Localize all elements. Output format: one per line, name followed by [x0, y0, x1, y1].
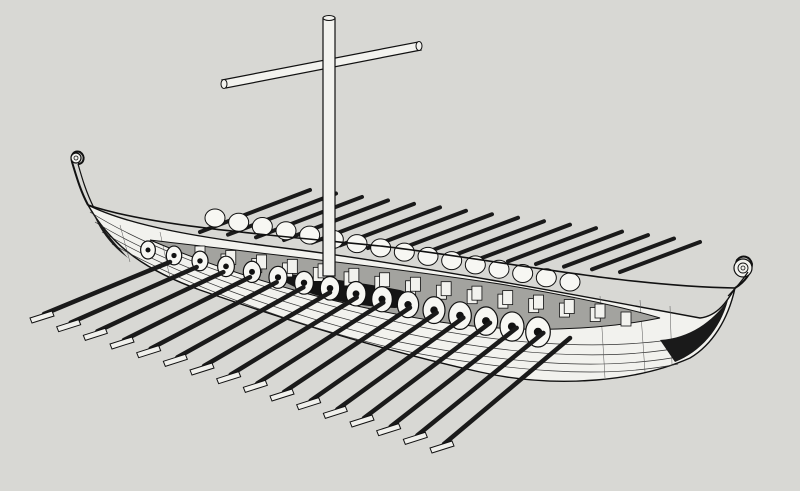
- bench: [594, 303, 632, 327]
- far-shield: [275, 221, 297, 241]
- oar-blade: [269, 388, 295, 402]
- near-oar: [162, 285, 306, 367]
- oar-blade: [189, 362, 215, 376]
- oar-blade: [402, 431, 428, 445]
- near-oar: [322, 315, 466, 419]
- oar-blade: [109, 336, 135, 350]
- near-side-oars: [29, 259, 573, 454]
- oar-blade: [429, 440, 455, 454]
- far-shield: [417, 246, 439, 266]
- near-oar: [136, 280, 279, 359]
- far-oar: [254, 194, 364, 240]
- near-oar: [349, 320, 493, 428]
- oar-blade: [216, 371, 242, 385]
- far-shield: [204, 208, 226, 228]
- far-oar: [478, 222, 572, 261]
- far-oar: [562, 233, 650, 269]
- near-oar: [242, 300, 386, 393]
- near-oar: [429, 335, 573, 454]
- near-oar: [296, 310, 439, 411]
- near-oar: [402, 330, 546, 445]
- far-shield: [535, 268, 557, 288]
- stern-post: [70, 150, 95, 209]
- far-oar: [506, 226, 598, 264]
- near-oar: [269, 305, 413, 402]
- near-shield: [140, 240, 156, 260]
- near-oar: [82, 269, 226, 341]
- mast: [322, 15, 336, 277]
- oar-blade: [82, 327, 108, 341]
- far-shield: [228, 212, 250, 232]
- far-shield: [559, 272, 581, 292]
- far-shield: [488, 259, 510, 279]
- oar-blade: [29, 310, 55, 324]
- far-shield: [393, 242, 415, 262]
- far-oar: [394, 212, 494, 253]
- near-oar: [109, 274, 253, 350]
- oar-blade: [296, 397, 322, 411]
- oar-blade: [376, 423, 402, 437]
- oar-blade: [322, 405, 348, 419]
- far-oar: [422, 215, 520, 256]
- far-shield: [299, 225, 321, 245]
- far-oar: [590, 236, 676, 272]
- far-oar: [534, 229, 624, 266]
- prow-post: [727, 255, 754, 297]
- oar-blade: [56, 319, 82, 333]
- near-oar: [189, 290, 333, 376]
- far-oar: [618, 240, 702, 274]
- oar-blade: [162, 353, 188, 367]
- oar-blade: [349, 414, 375, 428]
- far-shield: [370, 238, 392, 258]
- oar-blade: [136, 345, 162, 359]
- far-shield: [251, 217, 273, 237]
- near-oar: [216, 295, 359, 385]
- yard-arm: [220, 41, 423, 89]
- near-oar: [56, 264, 199, 333]
- near-oar: [376, 325, 519, 437]
- far-oar: [450, 219, 546, 258]
- near-oar: [29, 259, 173, 324]
- oar-blade: [242, 379, 268, 393]
- far-shield: [512, 263, 534, 283]
